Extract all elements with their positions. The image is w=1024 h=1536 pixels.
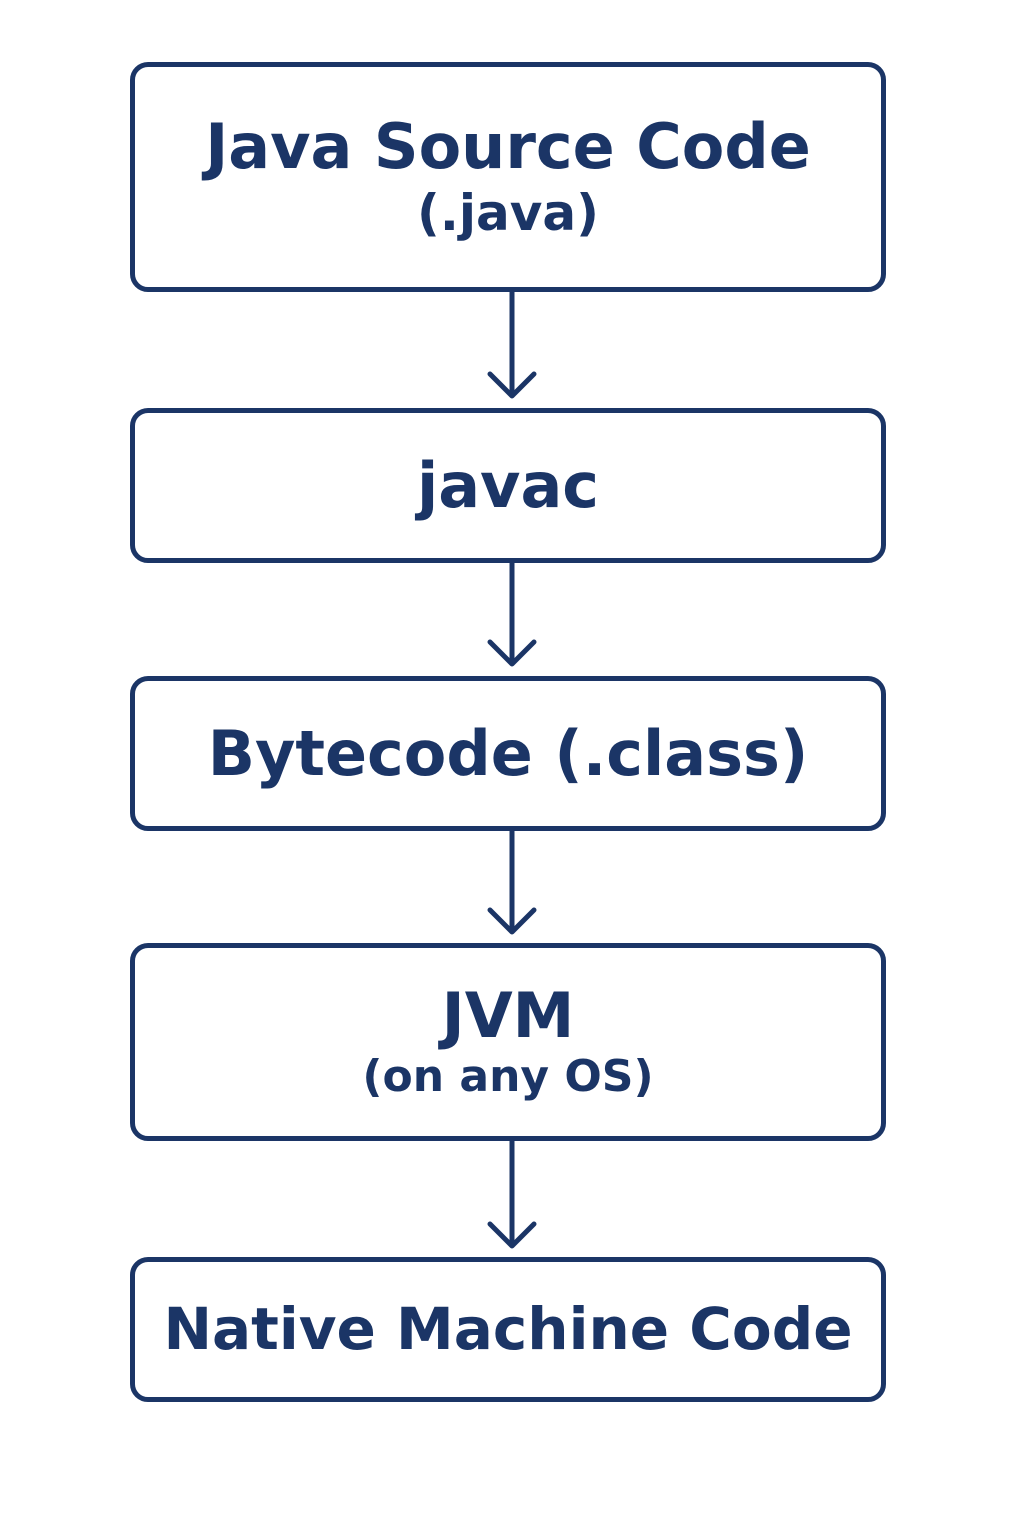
node-javac: javac [130,408,886,563]
node-native-machine-code: Native Machine Code [130,1257,886,1402]
node-subtitle: (on any OS) [362,1051,654,1103]
arrow-jvm-to-native [487,1138,537,1249]
node-bytecode: Bytecode (.class) [130,676,886,831]
node-title: Native Machine Code [163,1295,853,1364]
node-title: Java Source Code [205,110,811,184]
node-title: Bytecode (.class) [207,716,809,790]
node-title: JVM [441,978,575,1052]
node-jvm: JVM (on any OS) [130,943,886,1141]
arrow-source-to-javac [487,289,537,399]
node-title: javac [416,448,600,522]
arrow-javac-to-bytecode [487,560,537,667]
arrow-bytecode-to-jvm [487,828,537,935]
node-java-source-code: Java Source Code (.java) [130,62,886,292]
node-subtitle: (.java) [417,183,599,242]
